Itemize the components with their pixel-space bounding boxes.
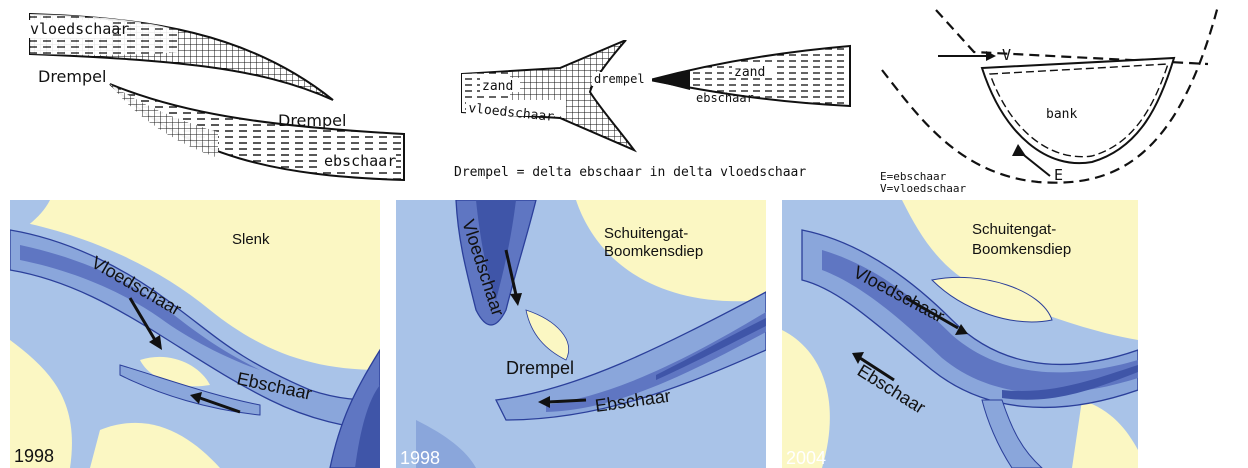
- sketch-vloed-eb-schaar: vloedschaar Drempel Drempel ebschaar: [28, 8, 408, 186]
- label-drempel-2: drempel: [594, 72, 645, 86]
- map1-year: 1998: [14, 446, 54, 466]
- sketch-drempel-delta: zand vloedschaar drempel zand ebschaar D…: [440, 40, 860, 190]
- sketch-bank: V bank E E=ebschaar V=vloedschaar: [878, 6, 1238, 194]
- label-v: V: [1002, 46, 1011, 64]
- legend-v: V=vloedschaar: [880, 182, 966, 194]
- bank-shape: [982, 58, 1174, 163]
- label-ebschaar: ebschaar: [324, 152, 396, 170]
- label-ebschaar-2: ebschaar: [696, 91, 754, 105]
- map1-title: Slenk: [232, 231, 270, 248]
- caption-drempel-delta: Drempel = delta ebschaar in delta vloeds…: [454, 165, 806, 180]
- label-e: E: [1054, 166, 1063, 184]
- map2-title-line2: Boomkensdiep: [604, 243, 703, 260]
- map2-title-line1: Schuitengat-: [604, 225, 688, 242]
- map3-title-line1: Schuitengat-: [972, 221, 1056, 238]
- map2-year: 1998: [400, 448, 440, 468]
- label-zand-left: zand: [482, 79, 513, 94]
- label-bank: bank: [1046, 107, 1077, 122]
- map-schuitengat-1998: Schuitengat- Boomkensdiep Vloedschaar Dr…: [396, 200, 766, 468]
- map-slenk: Slenk Vloedschaar Ebschaar 1998: [10, 200, 380, 468]
- map3-title-line2: Boomkensdiep: [972, 241, 1071, 258]
- label-drempel-left: Drempel: [38, 67, 106, 86]
- map-schuitengat-2004: Schuitengat- Boomkensdiep Vloedschaar Eb…: [782, 200, 1138, 468]
- map2-drempel: Drempel: [506, 358, 574, 378]
- label-drempel-right: Drempel: [278, 111, 346, 130]
- map3-year: 2004: [786, 448, 826, 468]
- label-zand-right: zand: [734, 65, 765, 80]
- label-vloedschaar: vloedschaar: [30, 20, 129, 38]
